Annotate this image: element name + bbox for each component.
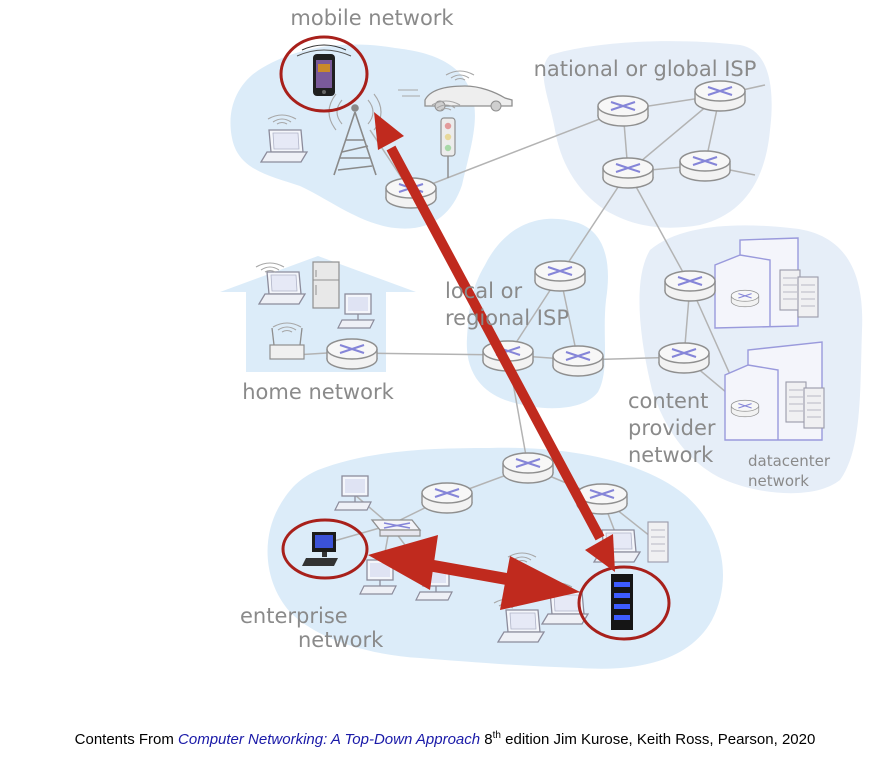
label-national-isp: national or global ISP [534, 57, 757, 81]
router-enterprise-2 [421, 482, 473, 514]
citation-edition-number: 8 [480, 731, 493, 748]
arrow-desktop-to-server [368, 535, 580, 610]
label-local-isp-1: local or [445, 279, 522, 303]
citation-book-title: Computer Networking: A Top-Down Approach [178, 731, 481, 748]
label-enterprise-1: enterprise [240, 604, 348, 628]
cell-tower [328, 93, 382, 176]
label-content-2: provider [628, 416, 716, 440]
router-content-2 [658, 342, 710, 374]
label-mobile-network: mobile network [290, 6, 454, 30]
label-content-3: network [628, 443, 714, 467]
arrow-phone-to-server [374, 112, 615, 572]
server-highlight-circle [577, 565, 671, 641]
label-enterprise-2: network [298, 628, 384, 652]
citation-edition-suffix: th [492, 730, 501, 741]
router-local-3 [552, 345, 604, 377]
router-content-1 [664, 270, 716, 302]
smartphone-icon [296, 44, 352, 96]
highlighted-desktop-icon [302, 532, 338, 566]
router-national-1 [597, 95, 649, 127]
home-wifi-router [269, 322, 305, 360]
label-content-1: content [628, 389, 708, 413]
router-national-3 [602, 157, 654, 189]
enterprise-switch [370, 519, 422, 537]
router-home [326, 338, 378, 370]
label-home-network: home network [242, 380, 394, 404]
home-fridge [312, 261, 340, 309]
router-national-4 [679, 150, 731, 182]
router-enterprise-1 [502, 452, 554, 484]
router-national-2 [694, 80, 746, 112]
desktop-highlight-circle [281, 518, 369, 580]
citation-rest: edition Jim Kurose, Keith Ross, Pearson,… [500, 731, 816, 748]
highlighted-server-icon [611, 574, 633, 630]
mobile-network-region [230, 44, 475, 229]
label-local-isp-2: regional ISP [445, 306, 569, 330]
phone-highlight-circle [279, 35, 369, 113]
enterprise-server-gray [647, 521, 669, 563]
label-datacenter-1: datacenter [748, 452, 831, 470]
source-citation: Contents From Computer Networking: A Top… [0, 730, 890, 748]
label-datacenter-2: network [748, 472, 809, 490]
router-local-1 [534, 260, 586, 292]
citation-prefix: Contents From [74, 731, 179, 748]
traffic-light [431, 100, 461, 178]
